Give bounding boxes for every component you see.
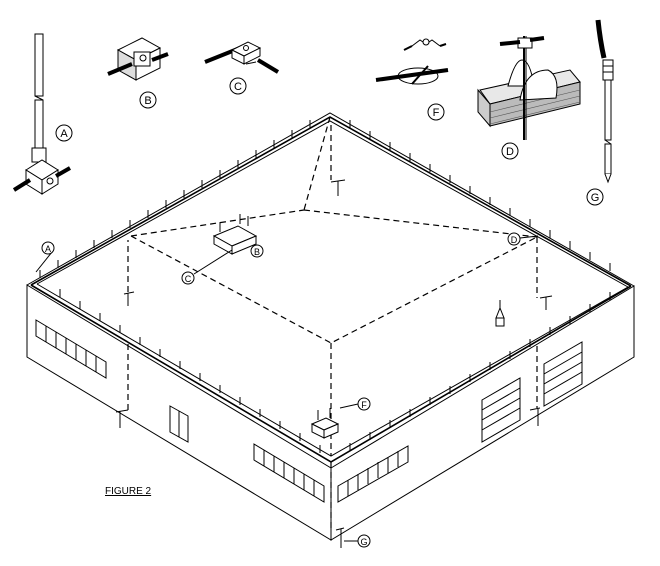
detail-g-ground-rod — [595, 19, 614, 184]
ground-rods — [115, 179, 553, 548]
figure-title: FIGURE 2 — [105, 486, 152, 497]
callout-g-detail: G — [586, 188, 604, 206]
left-wall-door — [169, 405, 189, 443]
callout-g-building: G — [344, 534, 371, 548]
callout-a-detail: A — [55, 124, 73, 142]
overhead-doors — [481, 341, 583, 443]
callout-a-building: A — [35, 241, 55, 273]
callout-f-detail: F — [427, 103, 445, 121]
detail-a-air-terminal — [12, 33, 71, 195]
svg-text:B: B — [254, 247, 260, 257]
callout-d-detail: D — [501, 142, 519, 160]
svg-text:C: C — [234, 81, 242, 93]
svg-text:D: D — [506, 146, 514, 158]
callout-f-building: F — [339, 397, 371, 411]
svg-text:C: C — [185, 274, 192, 284]
perimeter-air-terminals — [39, 120, 611, 453]
callout-d-building: D — [507, 232, 539, 246]
svg-text:F: F — [361, 400, 367, 410]
detail-b-connector — [107, 37, 169, 81]
svg-text:G: G — [591, 192, 600, 204]
detail-c-tee-connector — [204, 41, 280, 74]
callout-c-detail: C — [229, 77, 247, 95]
svg-text:D: D — [511, 235, 518, 245]
left-wall-windows — [35, 319, 325, 503]
roof-vent-d — [495, 300, 505, 327]
detail-d-through-roof — [477, 36, 581, 140]
svg-text:B: B — [144, 95, 151, 107]
detail-f-fitting — [375, 38, 449, 85]
svg-text:G: G — [360, 537, 367, 547]
callout-b-building: B — [250, 244, 264, 258]
callout-c-building: C — [181, 249, 233, 285]
svg-text:F: F — [433, 107, 440, 119]
svg-text:A: A — [45, 244, 51, 254]
svg-text:A: A — [60, 128, 68, 140]
right-wall-windows — [337, 445, 409, 503]
rooftop-unit-f — [310, 408, 340, 439]
rooftop-unit-b — [212, 214, 258, 255]
down-conductors — [127, 344, 538, 528]
callout-b-detail: B — [139, 91, 157, 109]
